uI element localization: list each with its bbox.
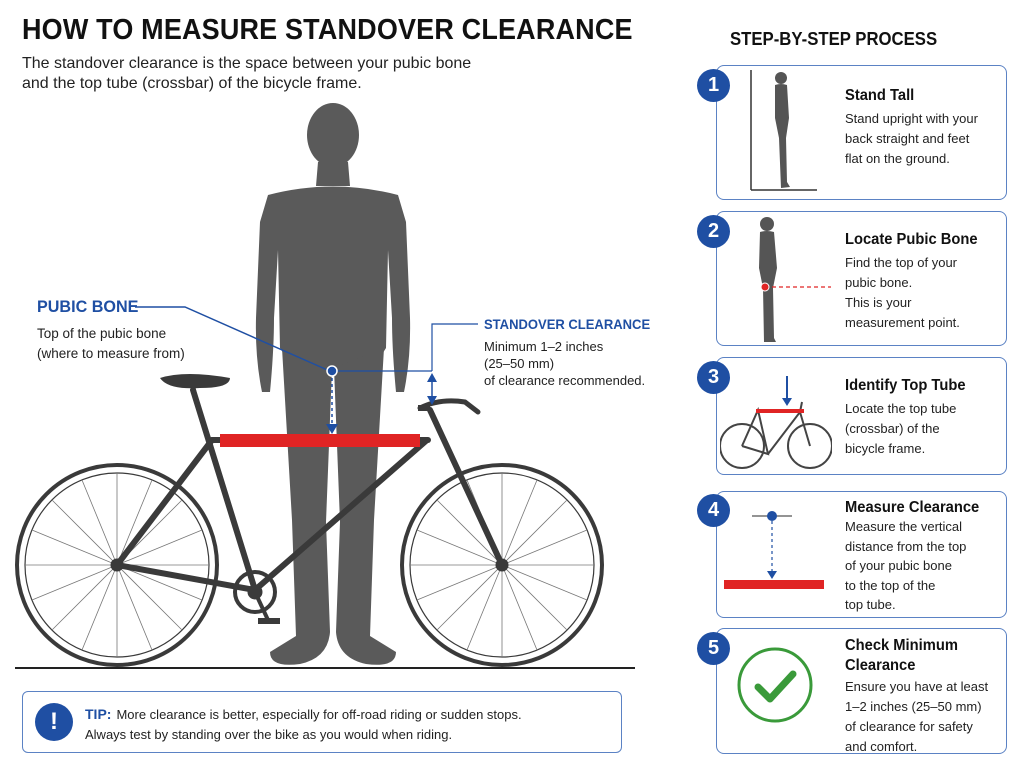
steps-heading: STEP-BY-STEP PROCESS (730, 29, 938, 49)
step-body: Stand upright with your back straight an… (845, 109, 1005, 169)
step-body: Locate the top tube (crossbar) of the bi… (845, 399, 1005, 459)
step-number-badge: 2 (697, 215, 730, 248)
step-title: Measure Clearance (845, 499, 980, 516)
step-body-line: flat on the ground. (845, 151, 950, 166)
step-body-line: Stand upright with your (845, 111, 978, 126)
pubic-bone-callout-title: PUBIC BONE (37, 297, 139, 316)
step-body: Measure the vertical distance from the t… (845, 517, 1005, 615)
callout-lines (135, 306, 478, 434)
step-body-line: 1–2 inches (25–50 mm) (845, 699, 982, 714)
step-body-line: and comfort. (845, 739, 918, 754)
pubic-bone-desc-line: (where to measure from) (37, 346, 185, 361)
step-body-line: back straight and feet (845, 131, 970, 146)
step-body-line: to the top of the (845, 577, 936, 593)
step-body-line: measurement point. (845, 315, 960, 330)
step-body-line: distance from the top (845, 538, 967, 554)
step-title: Locate Pubic Bone (845, 231, 978, 248)
step-body-line: Measure the vertical (845, 519, 963, 534)
step-body-line: Locate the top tube (845, 401, 957, 416)
step-title: Stand Tall (845, 87, 915, 104)
step-body-line: Ensure you have at least (845, 679, 989, 694)
step-title-line: Clearance (845, 657, 916, 674)
checkmark-icon (737, 647, 813, 723)
step-body-line: This is your (845, 295, 912, 310)
step-body-line: (crossbar) of the (845, 421, 940, 436)
step-body-line: of clearance for safety (845, 719, 973, 734)
measure-clearance-icon (724, 511, 824, 589)
step-body-line: of your pubic bone (845, 558, 952, 573)
step-body: Find the top of your pubic bone. This is… (845, 253, 1005, 333)
top-tube-highlight (220, 434, 420, 447)
bicycle-icon (15, 374, 604, 667)
standing-person-icon (750, 70, 817, 191)
step-card-3 (716, 357, 1007, 475)
step-number-badge: 4 (697, 494, 730, 527)
step-card-4 (716, 491, 1007, 618)
standover-desc-line: of clearance recommended. (484, 373, 646, 388)
step-card-1 (716, 65, 1007, 200)
step-number-badge: 1 (697, 69, 730, 102)
step-body-line: top tube. (845, 597, 896, 612)
step-title: Check Minimum Clearance (845, 636, 1002, 676)
page-subtitle: The standover clearance is the space bet… (22, 55, 472, 92)
step-title-line: Check Minimum (845, 637, 958, 654)
step-title: Identify Top Tube (845, 377, 966, 394)
tip-box: ! TIP: More clearance is better, especial… (22, 691, 622, 753)
step-body: Ensure you have at least 1–2 inches (25–… (845, 677, 1005, 757)
standover-desc-line: (25–50 mm) (484, 356, 555, 371)
person-silhouette-icon (255, 103, 411, 665)
standover-callout-title: STANDOVER CLEARANCE (484, 316, 651, 332)
pubic-bone-locate-icon (759, 217, 831, 342)
tip-text: TIP: More clearance is better, especially… (85, 704, 615, 745)
step-number-badge: 3 (697, 361, 730, 394)
step-body-line: Find the top of your (845, 255, 958, 270)
tip-line: Always test by standing over the bike as… (85, 727, 453, 742)
exclamation-icon: ! (35, 703, 73, 741)
standover-desc-line: Minimum 1–2 inches (484, 339, 604, 354)
top-tube-bike-icon (720, 376, 832, 469)
pubic-bone-desc-line: Top of the pubic bone (37, 326, 167, 341)
pubic-bone-callout-desc: Top of the pubic bone (where to measure … (37, 324, 237, 364)
bike-and-rider-illustration (15, 103, 635, 669)
tip-line: More clearance is better, especially for… (116, 707, 522, 722)
page-title: HOW TO MEASURE STANDOVER CLEARANCE (22, 14, 633, 46)
tip-label: TIP: (85, 706, 112, 722)
step-number-badge: 5 (697, 632, 730, 665)
standover-callout-desc: Minimum 1–2 inches (25–50 mm) of clearan… (484, 338, 674, 389)
step-body-line: bicycle frame. (845, 441, 926, 456)
step-body-line: pubic bone. (845, 275, 913, 290)
